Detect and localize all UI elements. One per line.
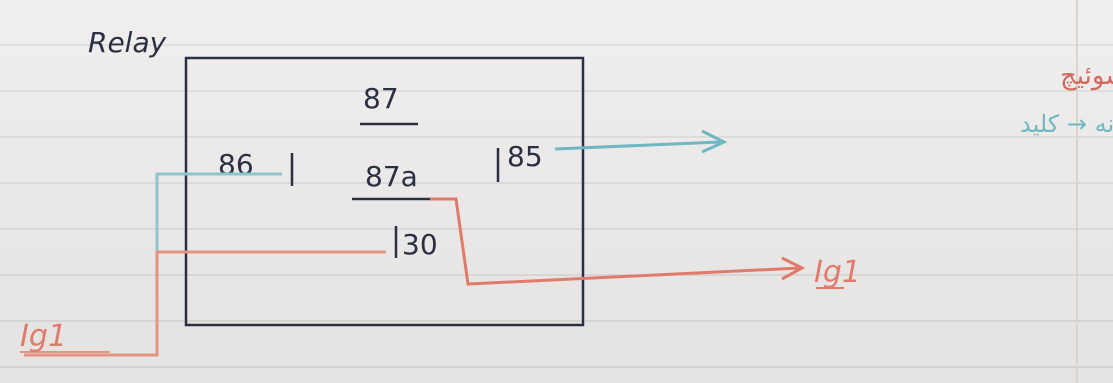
pin-30-label: 30 [402, 228, 438, 261]
pin-85-label: 85 [507, 140, 543, 173]
persian-note-top: ۲ موزش سوئیچ [1060, 61, 1113, 91]
ig1-right-label: Ig1 [814, 255, 861, 290]
notebook-margin-line [1076, 0, 1078, 383]
ig1-left-label: Ig1 [20, 319, 67, 354]
wire-87a-arrowhead [781, 256, 806, 281]
relay-label: Relay [88, 26, 167, 59]
pin-87-label: 87 [363, 82, 399, 115]
wire-86-blue [155, 172, 282, 335]
wire-85-arrowhead [701, 129, 728, 154]
wire-30-red [24, 250, 386, 357]
wire-87a-red [430, 197, 801, 286]
wire-85-blue [554, 140, 721, 151]
persian-note-bottom: بدنه → کلید [1020, 110, 1113, 138]
pin-86-label: 86 [218, 148, 254, 181]
pin-87a-label: 87a [365, 160, 418, 193]
relay-box [184, 56, 585, 327]
